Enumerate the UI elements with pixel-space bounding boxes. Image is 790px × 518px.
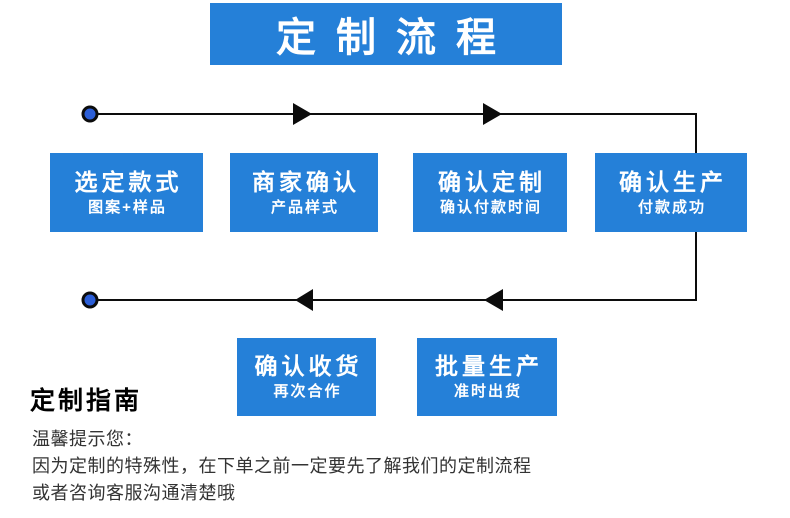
step-title: 确认生产 [619, 168, 727, 195]
step-title: 确认定制 [438, 168, 546, 195]
flow-start-dot [81, 105, 99, 123]
flow-end-dot [81, 291, 99, 309]
tips-line-advice: 或者咨询客服沟通清楚哦 [32, 483, 236, 503]
guide-heading: 定制指南 [30, 387, 143, 415]
guide-tips: 温馨提示您： 因为定制的特殊性，在下单之前一定要先了解我们的定制流程 或者咨询客… [32, 426, 532, 507]
flow-step-merchant-confirm: 商家确认 产品样式 [230, 153, 378, 232]
arrow-right-icon [483, 103, 502, 125]
step-title: 批量生产 [435, 353, 543, 379]
step-subtitle: 确认付款时间 [439, 198, 542, 216]
step-subtitle: 付款成功 [637, 198, 706, 216]
step-subtitle: 图案+样品 [88, 198, 167, 216]
flow-step-confirm-production: 确认生产 付款成功 [595, 153, 747, 232]
arrow-right-icon [293, 103, 312, 125]
flow-step-confirm-custom: 确认定制 确认付款时间 [413, 153, 567, 232]
step-title: 商家确认 [252, 168, 360, 195]
step-subtitle: 准时出货 [453, 383, 522, 400]
step-title: 确认收货 [254, 353, 363, 379]
flow-step-mass-production: 批量生产 准时出货 [417, 338, 557, 416]
arrow-left-icon [295, 289, 313, 311]
step-subtitle: 再次合作 [273, 383, 342, 400]
flow-step-confirm-receipt: 确认收货 再次合作 [237, 338, 376, 416]
arrow-left-icon [484, 289, 503, 311]
flow-step-select-style: 选定款式 图案+样品 [50, 153, 203, 232]
step-title: 选定款式 [74, 168, 183, 195]
tips-line-greeting: 温馨提示您： [32, 429, 143, 449]
page-title: 定制流程 [276, 16, 516, 60]
tips-line-reason: 因为定制的特殊性，在下单之前一定要先了解我们的定制流程 [32, 456, 532, 476]
step-subtitle: 产品样式 [270, 198, 339, 216]
page-title-banner: 定制流程 [210, 3, 562, 65]
